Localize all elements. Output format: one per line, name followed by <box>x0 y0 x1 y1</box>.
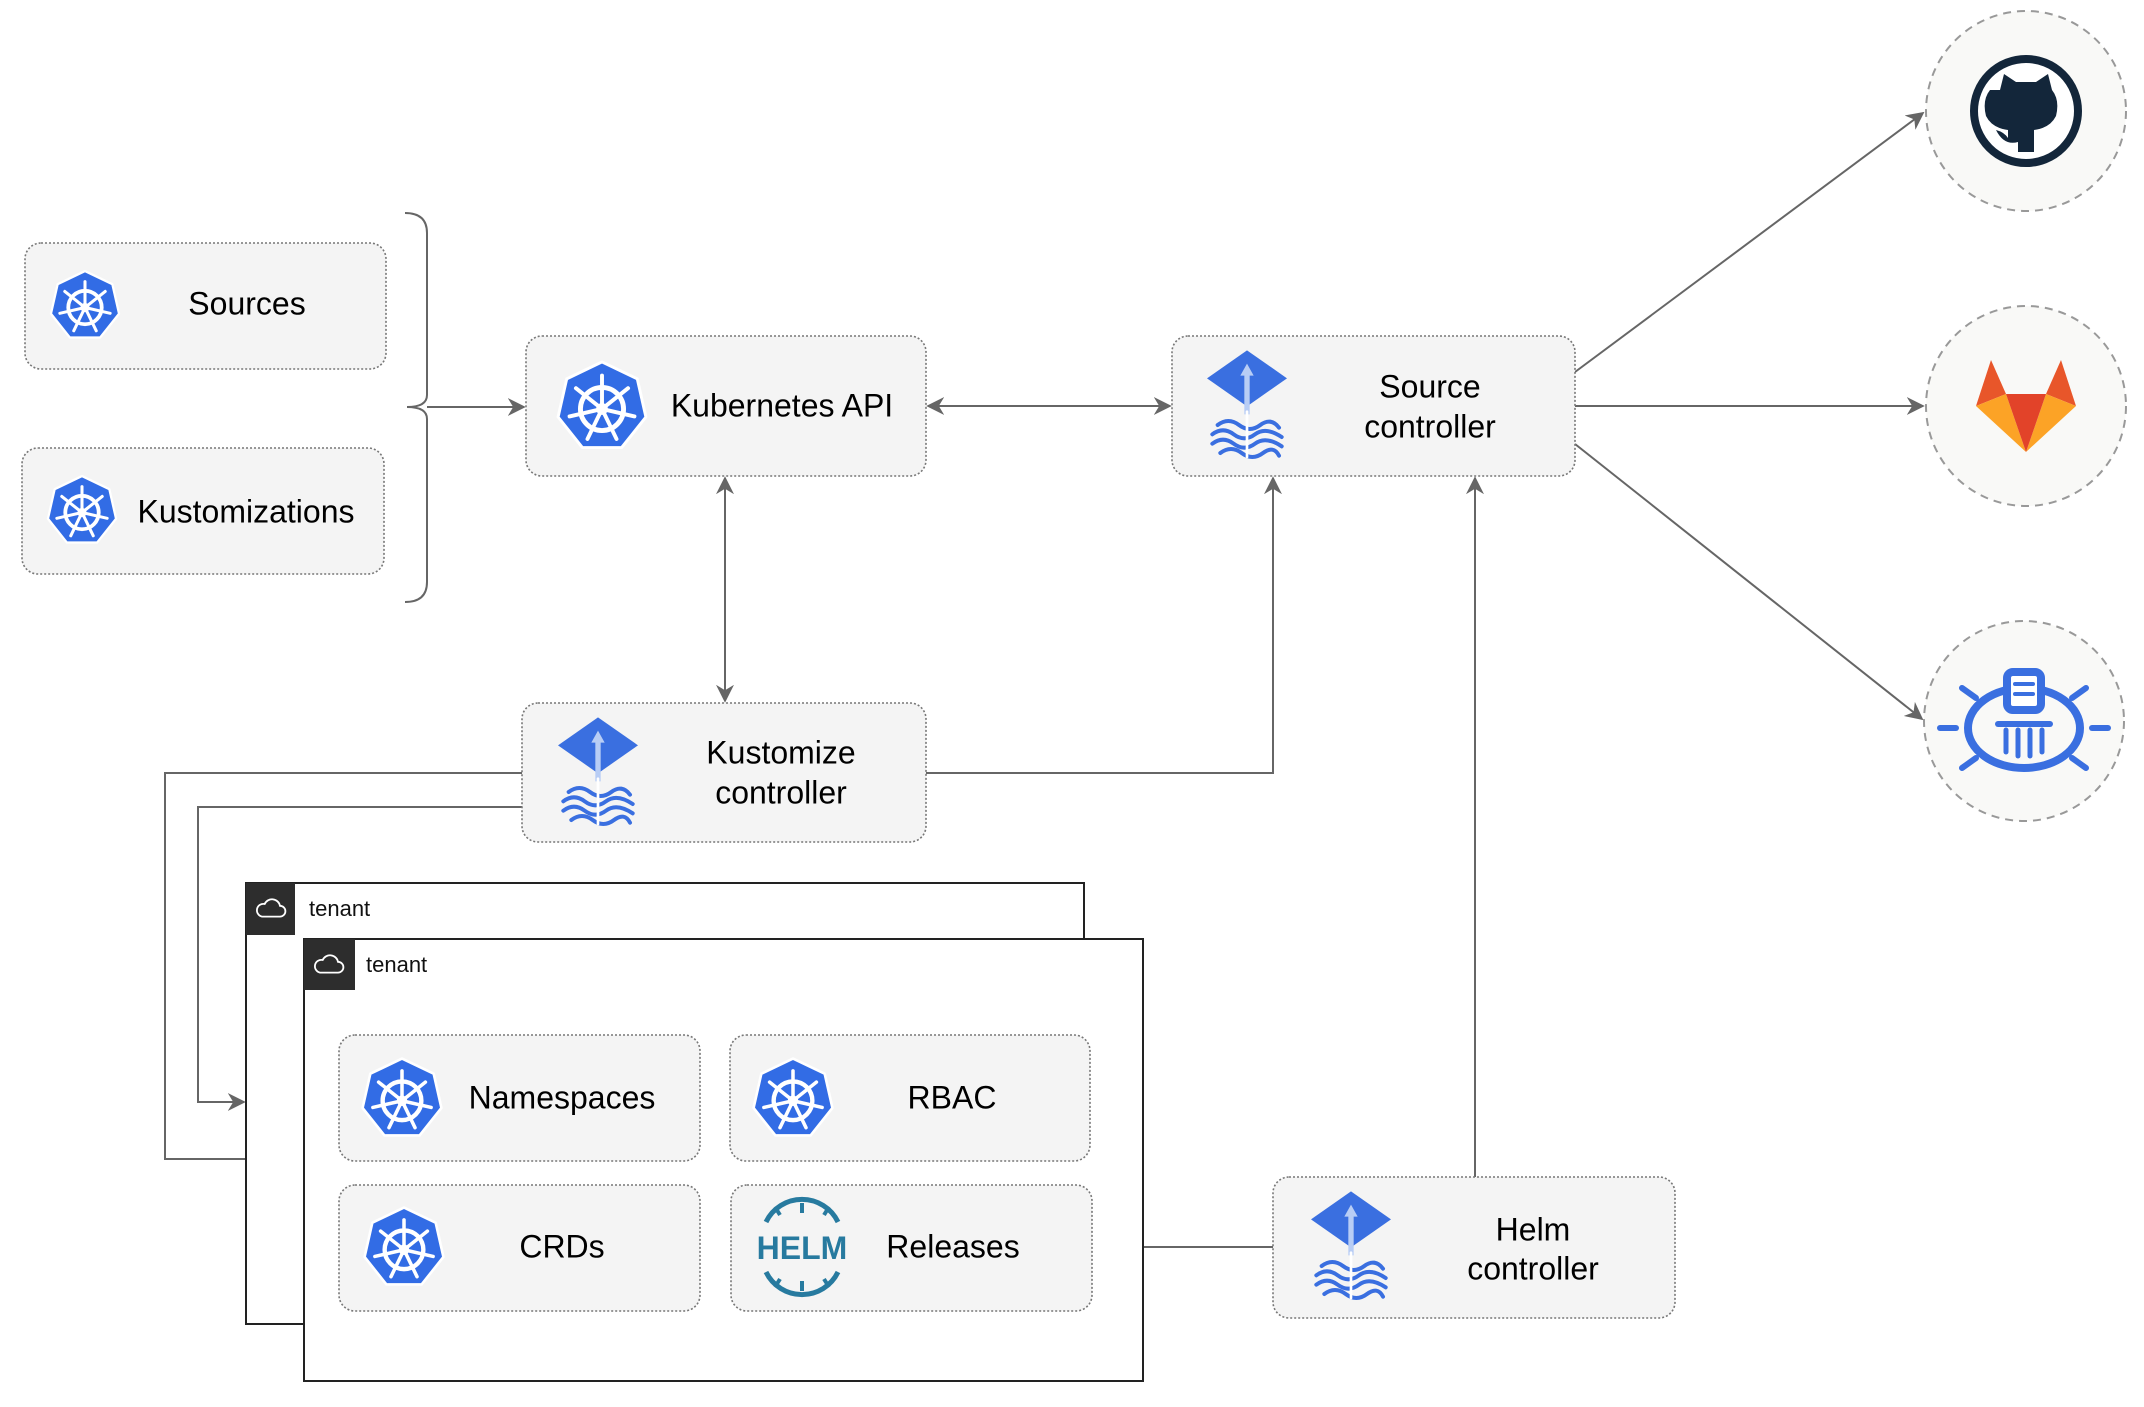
edge-source-to-github <box>1574 111 1925 373</box>
edge-kustomize-to-source <box>926 476 1282 774</box>
rbac-label: RBAC <box>908 1079 997 1115</box>
bucket-node[interactable] <box>1923 620 2125 822</box>
edges <box>164 111 1925 1256</box>
kubernetes-api-node[interactable]: Kubernetes API <box>525 335 927 477</box>
kustomize-controller-node[interactable]: Kustomize controller <box>521 702 927 843</box>
releases-node[interactable]: HELM Releases <box>730 1184 1093 1312</box>
source-controller-label-2: controller <box>1364 408 1496 444</box>
releases-label: Releases <box>886 1228 1019 1264</box>
tenant-label: tenant <box>366 952 427 977</box>
sources-label: Sources <box>188 285 305 321</box>
edge-source-to-bucket <box>1574 443 1924 721</box>
tenant-header-block <box>246 883 295 935</box>
tenant-label: tenant <box>309 896 370 921</box>
helm-controller-label-2: controller <box>1467 1250 1599 1286</box>
helm-icon: HELM <box>757 1197 848 1297</box>
gitlab-node[interactable] <box>1925 305 2127 507</box>
edge-kustomize-to-tenant-back <box>197 806 522 1111</box>
kustomizations-label: Kustomizations <box>138 493 355 529</box>
tenant-header-block <box>304 939 355 990</box>
gitlab-icon <box>1976 360 2076 452</box>
github-icon <box>1970 55 2082 167</box>
kustomize-controller-label-1: Kustomize <box>706 734 855 770</box>
github-node[interactable] <box>1925 10 2127 212</box>
brace <box>404 212 428 603</box>
namespaces-node[interactable]: Namespaces <box>338 1034 701 1162</box>
tenant-front[interactable]: tenant Namespaces RBAC CRDs HELM Release… <box>303 938 1144 1382</box>
helm-logo-text: HELM <box>757 1230 848 1266</box>
sources-node[interactable]: Sources <box>24 242 387 370</box>
kustomize-controller-label-2: controller <box>715 774 847 810</box>
kustomizations-node[interactable]: Kustomizations <box>21 447 385 575</box>
helm-controller-node[interactable]: Helm controller <box>1272 1176 1676 1319</box>
crds-node[interactable]: CRDs <box>338 1184 701 1312</box>
storage-bucket-icon <box>1937 668 2111 772</box>
helm-controller-label-1: Helm <box>1496 1211 1571 1247</box>
crds-label: CRDs <box>519 1228 604 1264</box>
kubernetes-api-label: Kubernetes API <box>671 387 893 423</box>
rbac-node[interactable]: RBAC <box>729 1034 1091 1162</box>
namespaces-label: Namespaces <box>469 1079 656 1115</box>
source-controller-node[interactable]: Source controller <box>1171 335 1576 477</box>
source-controller-label-1: Source <box>1379 368 1480 404</box>
edge-kustomize-to-tenant-front <box>164 772 522 1168</box>
